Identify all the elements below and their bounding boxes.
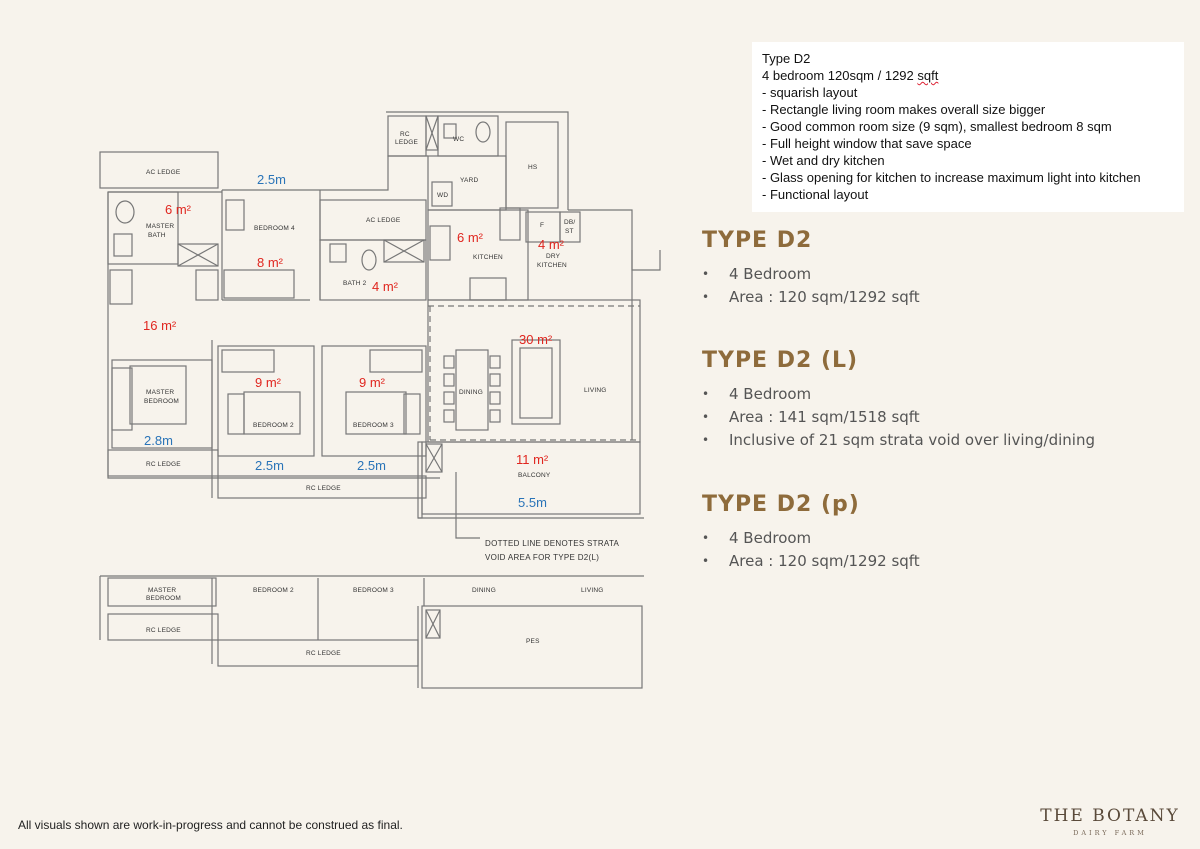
label-db-st-2: ST — [565, 228, 574, 235]
label-dry-kitchen-1: DRY — [546, 253, 561, 260]
label-living: LIVING — [584, 387, 607, 394]
type-spec-item: Inclusive of 21 sqm strata void over liv… — [702, 429, 1095, 452]
label-rc-ledge-top-2: LEDGE — [395, 139, 419, 146]
area-bedroom-3: 9 m² — [359, 375, 386, 390]
type-spec-item: Area : 120 sqm/1292 sqft — [702, 286, 920, 309]
type-spec-item: 4 Bedroom — [702, 527, 920, 550]
type-spec-item: 4 Bedroom — [702, 383, 1095, 406]
note-line: - Wet and dry kitchen — [762, 153, 885, 168]
disclaimer-footer: All visuals shown are work-in-progress a… — [18, 818, 403, 832]
strata-note-line-1: DOTTED LINE DENOTES STRATA — [485, 539, 620, 548]
label-ac-ledge-mid: AC LEDGE — [366, 217, 401, 224]
label-master-bath-2: BATH — [148, 232, 166, 239]
label-f: F — [540, 222, 544, 229]
type-d2-block: TYPE D2 4 Bedroom Area : 120 sqm/1292 sq… — [702, 228, 920, 309]
area-bath-2: 4 m² — [372, 279, 399, 294]
pes-label-bedroom-3: BEDROOM 3 — [353, 587, 394, 594]
label-balcony: BALCONY — [518, 472, 551, 479]
type-d2-p-block: TYPE D2 (p) 4 Bedroom Area : 120 sqm/129… — [702, 492, 920, 573]
brand-logo: THE BOTANY DAIRY FARM — [1030, 806, 1190, 837]
pes-label-rc-ledge-left: RC LEDGE — [146, 627, 181, 634]
dim-bedroom-2-width: 2.5m — [255, 458, 284, 473]
area-living: 30 m² — [519, 332, 553, 347]
pes-label-dining: DINING — [472, 587, 496, 594]
brand-name: THE BOTANY — [1040, 806, 1180, 826]
pes-label-living: LIVING — [581, 587, 604, 594]
type-spec-item: Area : 120 sqm/1292 sqft — [702, 550, 920, 573]
label-wd: WD — [437, 192, 448, 199]
type-spec-item: Area : 141 sqm/1518 sqft — [702, 406, 1095, 429]
note-line: - Full height window that save space — [762, 136, 972, 151]
note-line: - Rectangle living room makes overall si… — [762, 102, 1046, 117]
label-dry-kitchen-2: KITCHEN — [537, 262, 567, 269]
type-spec-item: 4 Bedroom — [702, 263, 920, 286]
type-title: TYPE D2 (p) — [702, 492, 860, 517]
dim-balcony-width: 5.5m — [518, 495, 547, 510]
area-dry-kitchen: 4 m² — [538, 237, 565, 252]
label-rc-ledge-top-1: RC — [400, 131, 410, 138]
brand-subtitle: DAIRY FARM — [1073, 829, 1147, 837]
spellcheck-underline: sqft — [917, 68, 939, 83]
dim-bedroom-3-width: 2.5m — [357, 458, 386, 473]
label-bedroom-2: BEDROOM 2 — [253, 422, 294, 429]
area-master-bedroom: 16 m² — [143, 318, 177, 333]
label-master-bedroom-1: MASTER — [146, 389, 174, 396]
review-notes-box: Type D2 4 bedroom 120sqm / 1292 sqft - s… — [752, 42, 1184, 212]
label-rc-ledge-left: RC LEDGE — [146, 461, 181, 468]
area-kitchen: 6 m² — [457, 230, 484, 245]
label-rc-ledge-bottom: RC LEDGE — [306, 485, 341, 492]
note-line: - Functional layout — [762, 187, 869, 202]
note-line: - squarish layout — [762, 85, 858, 100]
pes-label-rc-ledge-bottom: RC LEDGE — [306, 650, 341, 657]
label-bath-2: BATH 2 — [343, 280, 367, 287]
pes-label-bedroom-2: BEDROOM 2 — [253, 587, 294, 594]
area-bedroom-4: 8 m² — [257, 255, 284, 270]
pes-label-master-bedroom-1: MASTER — [148, 587, 176, 594]
label-db-st-1: DB/ — [564, 219, 575, 226]
note-line: - Glass opening for kitchen to increase … — [762, 170, 1141, 185]
label-yard: YARD — [460, 177, 478, 184]
area-bedroom-2: 9 m² — [255, 375, 282, 390]
label-hs: HS — [528, 164, 538, 171]
label-master-bedroom-2: BEDROOM — [144, 398, 179, 405]
dim-bedroom-4-width: 2.5m — [257, 172, 286, 187]
label-bedroom-4: BEDROOM 4 — [254, 225, 295, 232]
label-master-bath-1: MASTER — [146, 223, 174, 230]
dim-master-bedroom-width: 2.8m — [144, 433, 173, 448]
label-wc: WC — [453, 136, 464, 143]
label-dining: DINING — [459, 389, 483, 396]
area-balcony: 11 m² — [516, 452, 549, 467]
type-title: TYPE D2 (L) — [702, 348, 859, 373]
type-d2-l-block: TYPE D2 (L) 4 Bedroom Area : 141 sqm/151… — [702, 348, 1095, 452]
label-bedroom-3: BEDROOM 3 — [353, 422, 394, 429]
strata-note-line-2: VOID AREA FOR TYPE D2(L) — [485, 553, 599, 562]
pes-label-master-bedroom-2: BEDROOM — [146, 595, 181, 602]
label-kitchen: KITCHEN — [473, 254, 503, 261]
note-line: Type D2 — [762, 51, 811, 66]
note-line: 4 bedroom 120sqm / 1292 sqft — [762, 68, 939, 83]
label-ac-ledge-left: AC LEDGE — [146, 169, 181, 176]
type-title: TYPE D2 — [702, 228, 813, 253]
area-master-bath: 6 m² — [165, 202, 192, 217]
note-line: - Good common room size (9 sqm), smalles… — [762, 119, 1112, 134]
pes-label-pes: PES — [526, 638, 540, 645]
